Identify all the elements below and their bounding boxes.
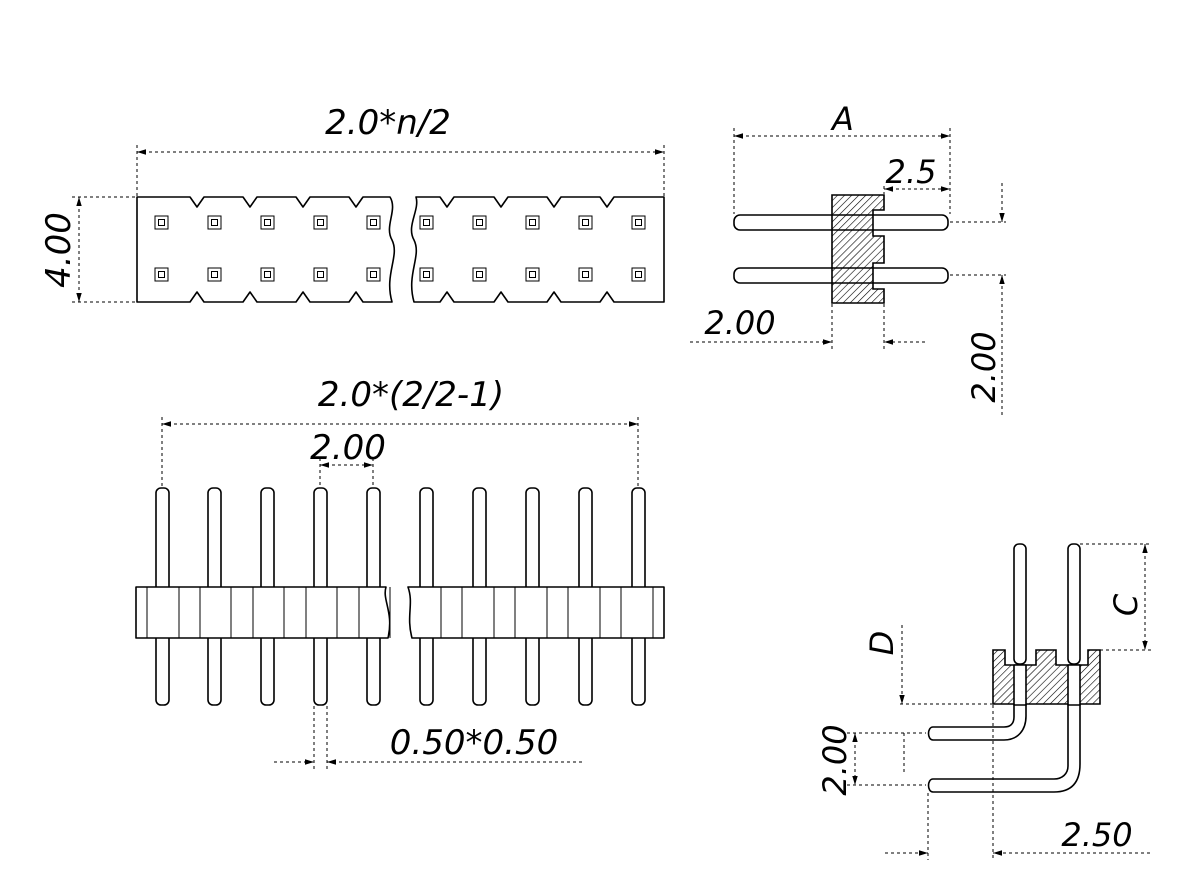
pin-square <box>366 215 381 230</box>
side-pitch-dimension: 2.00 <box>965 331 1003 402</box>
right-angle-view: C D 2.00 2.50 <box>816 543 1152 860</box>
ra-housing-section <box>992 649 1101 705</box>
top-width-dimension: 2.0*n/2 <box>325 103 451 143</box>
ra-pitch-dimension: 2.00 <box>816 724 854 795</box>
pin-square <box>154 215 169 230</box>
pin-grid <box>154 215 646 282</box>
ra-bent-pin-upper <box>927 704 1027 741</box>
header-body-left <box>136 196 396 303</box>
pin-square <box>472 215 487 230</box>
pin-square <box>631 267 646 282</box>
side-view: A 2.5 2.00 2.00 <box>690 100 1006 415</box>
side-tail-dimension: 2.5 <box>886 153 937 191</box>
pin-square <box>313 215 328 230</box>
pin-square <box>207 267 222 282</box>
pin-square <box>525 267 540 282</box>
top-height-dimension: 4.00 <box>39 212 79 288</box>
pin-square <box>366 267 381 282</box>
front-body-dividers <box>146 587 654 638</box>
pin-square <box>472 267 487 282</box>
header-body-right <box>410 196 665 303</box>
ra-pin-top-right <box>1067 543 1081 665</box>
ra-bent-pin-lower <box>927 704 1081 793</box>
ra-offset-dimension: 2.50 <box>1061 816 1132 854</box>
front-body-left <box>135 586 391 639</box>
pin-square <box>260 215 275 230</box>
side-overall-dimension: A <box>830 100 854 138</box>
pin-square <box>313 267 328 282</box>
front-view: 2.0*(2/2-1) 2.00 0.50*0.50 <box>135 375 665 770</box>
pin-square <box>419 215 434 230</box>
front-span-dimension: 2.0*(2/2-1) <box>318 375 504 415</box>
pin-square <box>207 215 222 230</box>
pin-square <box>419 267 434 282</box>
pin-square <box>260 267 275 282</box>
pin-square <box>154 267 169 282</box>
front-body-right <box>407 586 665 639</box>
pin-square <box>631 215 646 230</box>
pin-square <box>578 267 593 282</box>
pin-square <box>525 215 540 230</box>
pin-square <box>578 215 593 230</box>
ra-body-height-dimension: D <box>863 631 901 656</box>
front-pin-size-dimension: 0.50*0.50 <box>390 723 558 763</box>
ra-pin-length-dimension: C <box>1107 593 1145 616</box>
front-pitch-dimension: 2.00 <box>310 428 386 468</box>
side-housing-section <box>831 194 885 304</box>
ra-pin-top-left <box>1013 543 1027 665</box>
side-body-dimension: 2.00 <box>704 304 775 342</box>
top-view: 2.0*n/2 4.00 <box>39 103 665 303</box>
